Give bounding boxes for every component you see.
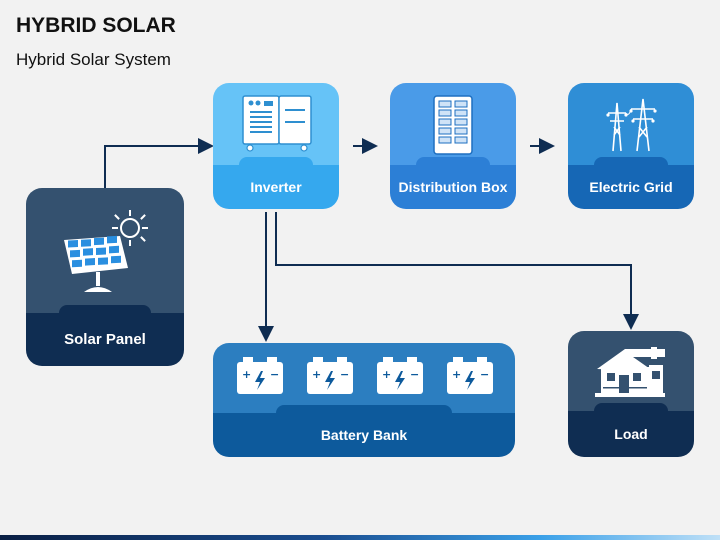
page-subtitle: Hybrid Solar System (16, 50, 171, 69)
connector-solar-to-inverter (104, 138, 214, 188)
footer-gradient-bar (0, 535, 720, 540)
load-node: Load (568, 331, 694, 457)
inverter-icon (242, 95, 312, 152)
battery-bank-label: Battery Bank (320, 427, 408, 443)
svg-text:−: − (270, 368, 279, 381)
electric-grid-node: Electric Grid (568, 83, 694, 209)
connector-inverter-to-load (275, 212, 639, 330)
load-label: Load (614, 426, 648, 442)
power-tower-icon (606, 98, 657, 152)
distribution-box-node: Distribution Box (390, 83, 516, 209)
breaker-panel-icon (433, 95, 473, 155)
distribution-box-label: Distribution Box (398, 179, 508, 195)
solar-panel-icon (64, 210, 148, 292)
solar-panel-node: Solar Panel (26, 188, 184, 366)
svg-text:+: + (242, 368, 251, 381)
battery-bank-node: + − Battery Bank (213, 343, 515, 457)
inverter-node: Inverter (213, 83, 339, 209)
electric-grid-label: Electric Grid (589, 179, 673, 195)
page-title: HYBRID SOLAR (16, 14, 176, 37)
solar-panel-label: Solar Panel (64, 331, 146, 348)
house-icon (595, 347, 665, 397)
battery-icon: + − (237, 357, 493, 394)
inverter-label: Inverter (250, 179, 302, 195)
